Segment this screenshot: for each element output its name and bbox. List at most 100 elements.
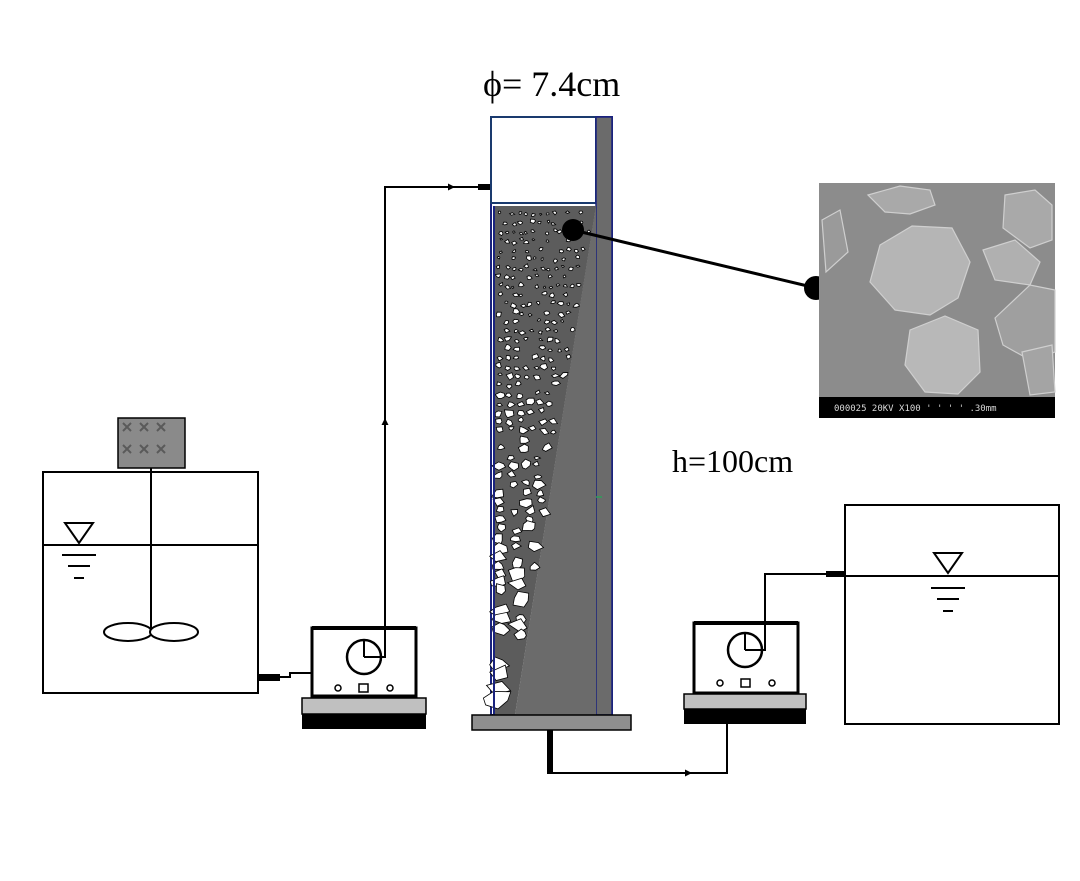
water-level-icon [62,522,96,579]
packing-particle [510,535,522,543]
packing-particle [551,380,562,386]
packing-particle [560,264,565,269]
packing-particle [496,381,503,387]
packing-particle [522,487,532,497]
packing-particle [512,308,521,315]
packing-particle [517,416,524,423]
packing-particle [547,348,553,353]
packing-particle [495,505,505,513]
packing-particle [513,628,527,641]
packing-particle [526,275,533,281]
packing-particle [518,236,525,241]
packing-particle [504,392,513,398]
packing-particle [528,328,535,333]
packing-particle [517,268,524,272]
packing-particle [523,336,529,341]
packing-particle [514,328,520,334]
packing-particle [565,246,572,252]
packing-particle [530,229,536,233]
packing-particle [511,542,523,551]
packing-particle [572,302,580,308]
packing-particle [506,401,516,409]
impeller-icon [103,622,199,642]
packing-particle [513,338,520,344]
packing-particle [518,311,524,316]
packing-particle [511,256,516,260]
packing-particle [536,489,545,497]
packing-particle [552,258,559,265]
packing-particle [503,409,515,419]
packing-particle [556,301,565,307]
packing-particle [496,355,504,362]
packing-particle [482,691,512,710]
packing-particle [553,228,559,233]
packing-particle [504,274,511,280]
packing-particle [546,219,551,224]
packing-particle [529,561,541,571]
packing-particle [508,426,515,431]
packing-particle [564,210,571,214]
packing-particle [568,266,574,272]
packing-particle [562,291,569,298]
receiving-pipe [762,573,828,651]
packing-particle [538,427,550,436]
packing-particle [562,274,567,279]
packing-media [482,206,596,715]
packing-particle [514,380,522,387]
packing-particle [504,343,512,351]
packing-particle [511,240,518,246]
pump-dial-icon [345,638,383,676]
packing-particle [541,290,548,296]
packing-particle [538,247,544,252]
packing-particle [543,319,551,325]
packing-particle [538,345,547,351]
packing-particle [511,285,515,290]
packing-particle [519,435,531,444]
packing-particle [559,319,565,323]
packing-particle [495,264,500,270]
packing-particle [551,366,557,371]
packing-particle [504,365,512,371]
packing-particle [524,374,530,380]
packing-particle [512,230,516,234]
packing-particle [548,285,554,290]
packing-particle [504,230,510,235]
packing-particle [508,212,516,216]
packing-particle [554,266,560,271]
sem-scale-caption: 000025 20KV X100 ' ' ' ' .30mm [834,404,997,414]
packing-particle [516,220,524,226]
packing-particle [496,255,501,260]
packing-particle [523,230,528,235]
packing-particle [552,329,559,333]
column-headspace [490,116,597,204]
packing-particle [519,425,530,435]
packing-particle [499,237,504,241]
packing-particle [497,523,507,533]
packing-particle [540,266,547,271]
packing-particle [510,509,519,517]
packing-particle [505,265,512,270]
packing-particle [495,418,503,425]
column-inlet-nozzle [478,184,496,190]
packing-particle [544,326,552,332]
receiving-inlet-nozzle [826,571,846,577]
packing-particle [525,250,530,254]
packing-particle [535,398,545,406]
packing-particle [523,240,530,245]
packing-particle [497,336,505,343]
packing-particle [539,355,546,362]
packing-particle [563,346,570,352]
packing-particle [513,366,521,371]
effluent-pipe [690,724,728,774]
packing-particle [565,310,572,315]
packing-particle [558,249,564,254]
packing-particle [520,479,530,487]
packing-particle [547,274,553,279]
packing-particle [511,527,523,535]
packing-particle [566,302,570,307]
top-feed-pipe [384,186,440,420]
packing-particle [495,583,506,596]
packing-particle [504,300,509,304]
packing-particle [543,310,551,316]
packing-particle [525,255,532,262]
